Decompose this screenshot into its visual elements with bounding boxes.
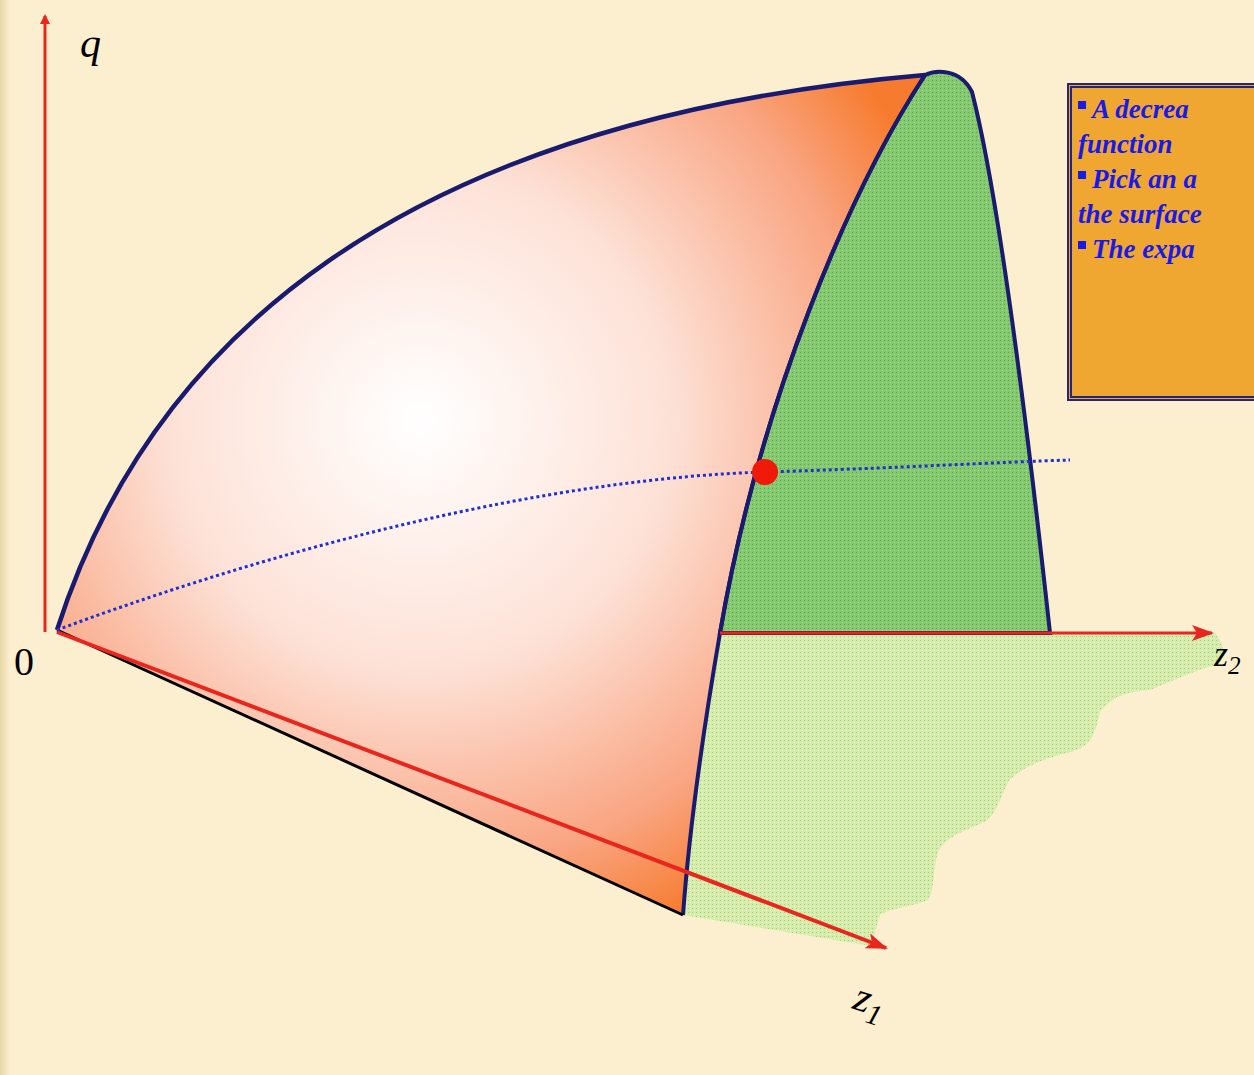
- edge-strip: [0, 0, 10, 1075]
- note-box: A decrea functionPick an a the surfaceTh…: [1067, 83, 1254, 401]
- bullet-mark: [1078, 171, 1086, 179]
- z1-axis: [57, 632, 886, 948]
- z2-axis: [720, 632, 1212, 635]
- surface-edge: [683, 75, 925, 915]
- bullet-mark: [1078, 101, 1086, 109]
- note-text: A decrea function: [1078, 94, 1189, 159]
- bullet-item: Pick an a the surface: [1078, 162, 1230, 232]
- axis-label: z1: [847, 975, 892, 1031]
- origin-label: 0: [14, 642, 34, 682]
- surface-edge: [57, 630, 683, 915]
- point-marker: [752, 459, 778, 485]
- q-axis: [44, 16, 47, 632]
- dotted-curve: [57, 460, 1070, 630]
- bullet-item: A decrea function: [1078, 92, 1230, 162]
- note-text: Pick an a the surface: [1078, 164, 1202, 229]
- axis-label: z2: [1214, 636, 1241, 678]
- bullet-item: The expa: [1078, 232, 1230, 267]
- lower-region: [683, 633, 1224, 946]
- cross-section: [720, 72, 1050, 633]
- axis-label: q: [80, 22, 101, 64]
- note-text: The expa: [1092, 234, 1195, 264]
- bullet-mark: [1078, 241, 1086, 249]
